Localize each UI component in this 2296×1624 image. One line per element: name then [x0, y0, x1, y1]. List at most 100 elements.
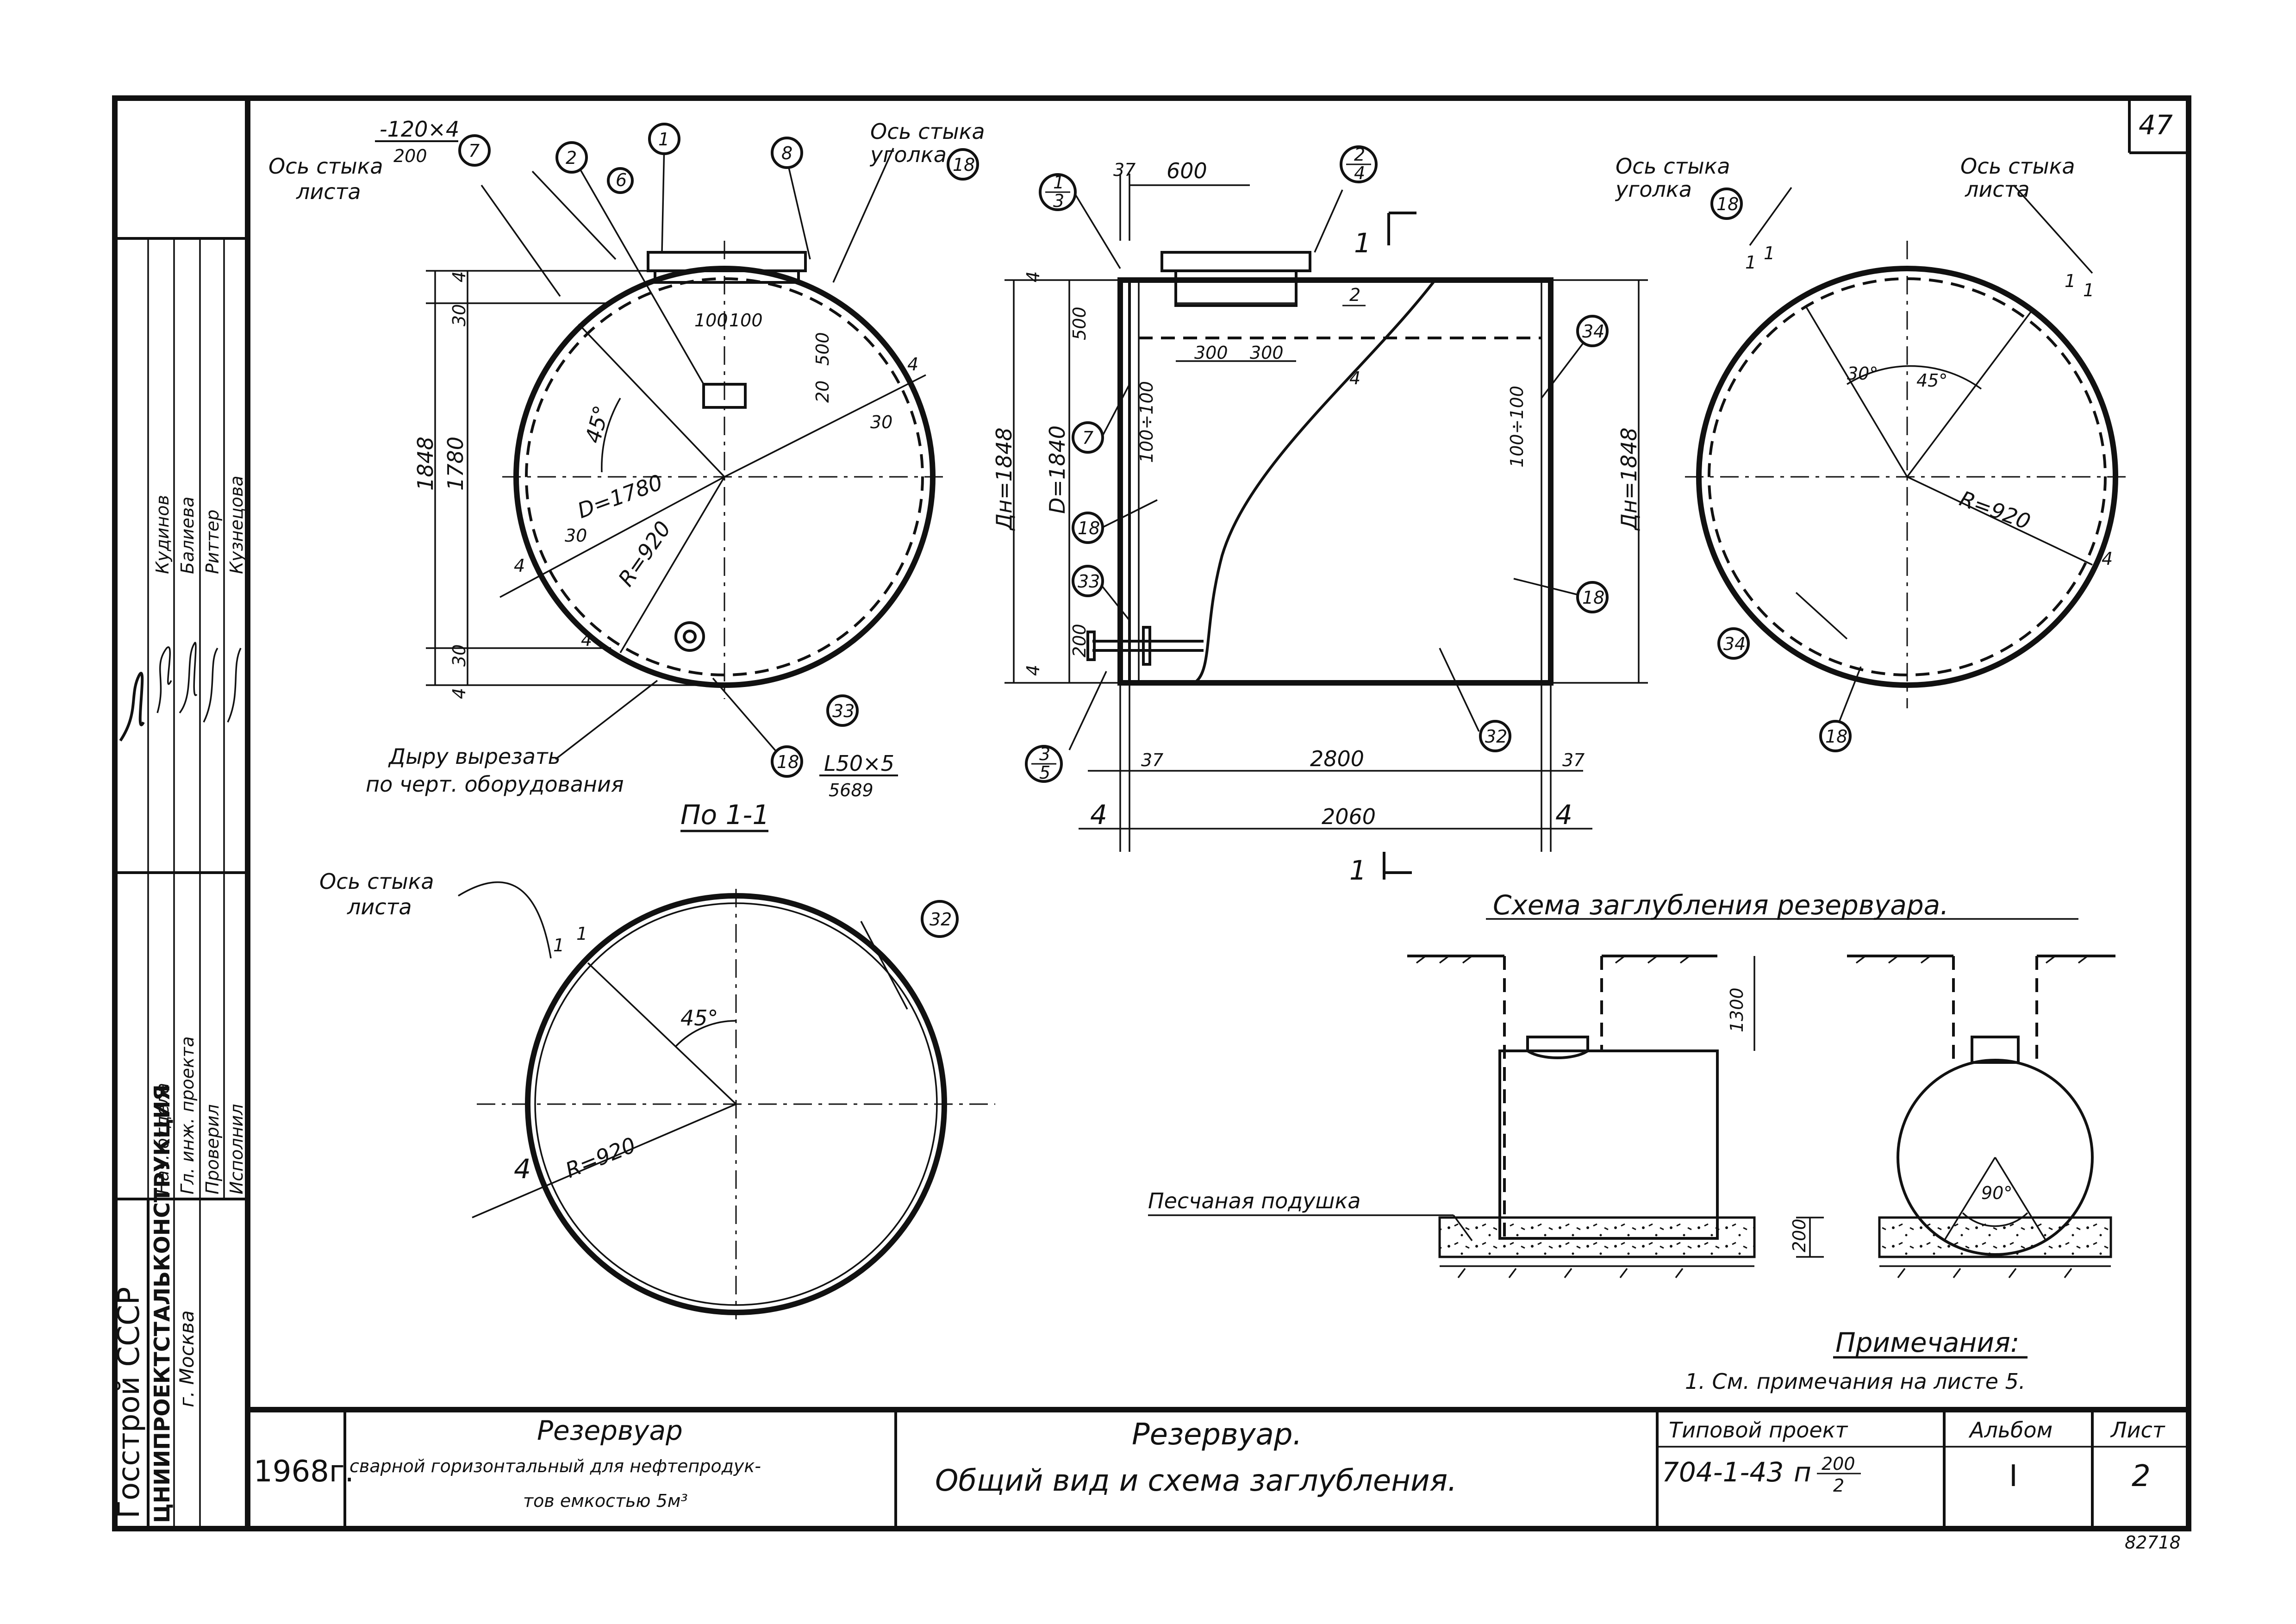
frac-3-den: 5 [1039, 762, 1050, 783]
joint-angle-label-1: Ось стыка [870, 119, 985, 144]
burial-texts: Схема заглубления резервуара. 1300 200 9… [1148, 889, 2012, 1252]
frac-4-den: 4 [1349, 368, 1360, 388]
joint-sheet-label-2: листа [296, 179, 361, 204]
dim-300-left: 300 [1194, 343, 1228, 363]
dim-dn-right: Дн=1848 [1616, 427, 1641, 531]
dim-4-under-right: 4 [1555, 799, 1572, 831]
dim-dn-left: Дн=1848 [992, 427, 1017, 531]
name-3: Риттер [202, 510, 223, 574]
dim-100-100-left: 100÷100 [1136, 381, 1157, 463]
tr-dim-4: 4 [2102, 549, 2113, 569]
tb-project-frac-den: 2 [1833, 1475, 1844, 1496]
top-right-texts: Ось стыка уголка Ось стыка листа 18 34 1… [1615, 154, 2113, 747]
callouts-top-right [1710, 187, 1852, 752]
plate-spec-bottom: 200 [393, 146, 427, 166]
dim-2060: 2060 [1322, 804, 1376, 829]
dim-30-top: 30 [449, 304, 469, 326]
callout-33: 33 [832, 701, 855, 721]
dim-37-right: 37 [1562, 750, 1585, 770]
callout-1: 1 [658, 129, 669, 150]
callout-7: 7 [468, 141, 480, 161]
callout-18-tr-b: 18 [1825, 726, 1847, 747]
callout-8: 8 [781, 143, 792, 163]
dim-1848: 1848 [413, 437, 438, 491]
role-head-dept: Нач. отдела [152, 1083, 173, 1194]
role-executed: Исполнил [226, 1104, 247, 1194]
callout-bottom-left [921, 900, 959, 938]
burial-title: Схема заглубления резервуара. [1493, 889, 1949, 921]
dim-37-top: 37 [1113, 160, 1136, 180]
tr-angle-45: 45° [1916, 370, 1947, 391]
tb-object-desc-1: сварной горизонтальный для нефтепродук- [349, 1456, 761, 1476]
tr-joint-sheet-1: Ось стыка [1960, 154, 2075, 179]
top-left-texts: -120×4 200 Ось стыка листа Ось стыка уго… [268, 117, 985, 832]
sheet-number: 47 [2139, 109, 2173, 141]
dim-200-mid: 200 [1069, 624, 1090, 657]
dim-500: 500 [812, 332, 833, 366]
top-middle-texts: 1 3 2 4 3 5 2 4 7 18 33 18 34 32 37 600 … [992, 144, 1641, 886]
role-chief-eng: Гл. инж. проекта [177, 1036, 198, 1194]
dim-600: 600 [1167, 158, 1207, 183]
plate-spec-top: -120×4 [380, 117, 459, 142]
view-top-right [1685, 184, 2129, 732]
burial-scheme [1148, 918, 2115, 1279]
tr-dim-1d: 1 [2083, 280, 2094, 300]
title-block [248, 1407, 2189, 1529]
left-strip [115, 237, 248, 1529]
sand-label: Песчаная подушка [1148, 1188, 1360, 1213]
tr-dim-1b: 1 [1764, 243, 1775, 263]
cut-note-1: Дыру вырезать [388, 744, 561, 769]
angle-spec-bottom: 5689 [829, 780, 873, 800]
callout-18-mid-a: 18 [1078, 518, 1100, 538]
name-2: Балиева [177, 497, 198, 574]
tb-drawing-title-2: Общий вид и схема заглубления. [935, 1464, 1457, 1498]
frac-1-den: 3 [1053, 191, 1064, 211]
burial-angle-90: 90° [1981, 1183, 2012, 1203]
callouts-top-left [458, 123, 979, 778]
org-institute: ЦНИИПРОЕКТСТАЛЬКОНСТРУКЦИЯ [150, 1084, 175, 1523]
dim-4-right: 4 [907, 354, 918, 375]
dim-4-under-left: 4 [1090, 799, 1107, 831]
callout-6: 6 [616, 170, 627, 190]
note-1: 1. См. примечания на листе 5. [1685, 1369, 2025, 1394]
notes: Примечания: 1. См. примечания на листе 5… [1685, 1327, 2028, 1394]
joint-angle-label-2: уголка [869, 142, 947, 167]
callout-18a: 18 [953, 155, 975, 175]
tb-sheet-label: Лист [2110, 1418, 2165, 1443]
callouts-top-middle [1025, 145, 1609, 783]
tb-project-code: 704-1-43 [1662, 1456, 1784, 1488]
section-mark-top: 1 [1354, 227, 1371, 259]
dim-100-100-right: 100÷100 [1507, 386, 1527, 468]
frac-3-num: 3 [1039, 744, 1050, 764]
dim-1780: 1780 [443, 437, 468, 491]
bl-joint-sheet-2: листа [347, 894, 412, 919]
dim-100-left: 100 [694, 310, 728, 331]
tr-dim-1a: 1 [1745, 252, 1756, 273]
callout-32-mid: 32 [1485, 726, 1507, 747]
dim-4-mid-top: 4 [1023, 271, 1043, 282]
angle-spec-top: L50×5 [824, 751, 894, 776]
view-bottom-left [458, 881, 995, 1319]
callout-32-bl: 32 [930, 909, 952, 930]
dim-4-left: 4 [514, 556, 525, 576]
bl-joint-sheet-1: Ось стыка [319, 869, 434, 894]
dim-d1780: D=1780 [574, 469, 666, 523]
bottom-left-texts: Ось стыка листа 32 1 1 45° R=920 4 [319, 869, 952, 1185]
callout-7-mid: 7 [1082, 428, 1093, 448]
callout-18-tr-a: 18 [1716, 194, 1739, 214]
notes-title: Примечания: [1835, 1327, 2019, 1358]
archive-number: 82718 [2125, 1532, 2181, 1553]
dim-r920: R=920 [613, 517, 676, 591]
dim-500-mid: 500 [1069, 306, 1090, 340]
tb-album-label: Альбом [1968, 1418, 2053, 1443]
dim-30-right: 30 [870, 412, 892, 432]
section-mark-bottom: 1 [1349, 855, 1366, 886]
callout-34-tr: 34 [1723, 634, 1746, 654]
dim-2800: 2800 [1310, 746, 1364, 771]
section-label: По 1-1 [680, 799, 769, 831]
bl-dim-1a: 1 [553, 935, 564, 956]
angle-45: 45° [580, 403, 614, 446]
role-checked: Проверил [202, 1104, 223, 1194]
